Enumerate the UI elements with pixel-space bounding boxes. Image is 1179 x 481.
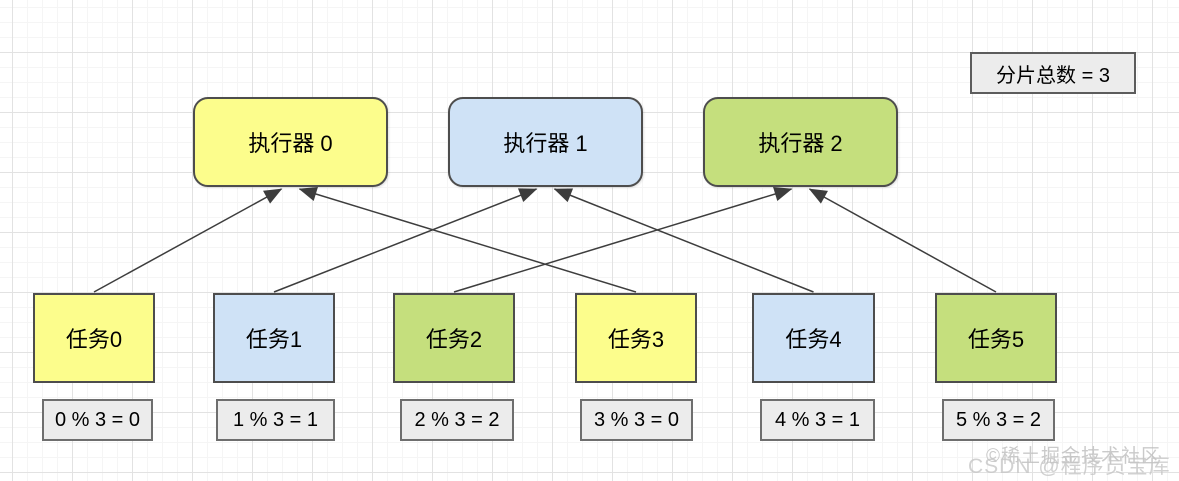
- task-node-2: 任务2: [393, 293, 515, 383]
- mod-label-5: 5 % 3 = 2: [942, 399, 1055, 441]
- mod-label-3: 3 % 3 = 0: [580, 399, 693, 441]
- executor-node-0: 执行器 0: [193, 97, 388, 187]
- task-node-5: 任务5: [935, 293, 1057, 383]
- task-node-0: 任务0: [33, 293, 155, 383]
- executor-node-1: 执行器 1: [448, 97, 643, 187]
- mod-label-0: 0 % 3 = 0: [42, 399, 153, 441]
- mod-label-1: 1 % 3 = 1: [216, 399, 335, 441]
- executor-node-2: 执行器 2: [703, 97, 898, 187]
- task-node-1: 任务1: [213, 293, 335, 383]
- watermark-juejin: ©稀土掘金技术社区: [986, 446, 1161, 467]
- task-node-3: 任务3: [575, 293, 697, 383]
- shard-total-box: 分片总数 = 3: [970, 52, 1136, 94]
- mod-label-2: 2 % 3 = 2: [400, 399, 514, 441]
- mod-label-4: 4 % 3 = 1: [760, 399, 875, 441]
- task-node-4: 任务4: [752, 293, 875, 383]
- watermark-csdn: CSDN @程序员宝库: [968, 455, 1171, 478]
